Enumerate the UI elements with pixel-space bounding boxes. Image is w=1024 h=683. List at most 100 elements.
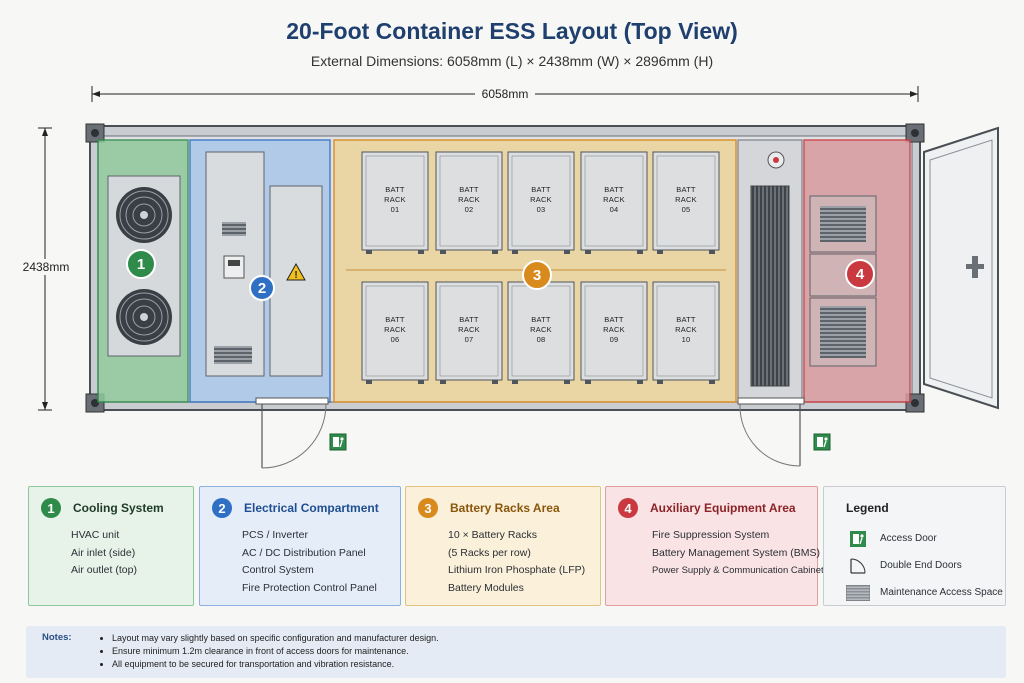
zone-3-badge: 3 [533, 267, 541, 284]
battery-rack-label: 03 [537, 205, 546, 214]
note-item: All equipment to be secured for transpor… [112, 658, 439, 671]
battery-rack-label: BATT [604, 185, 624, 194]
card-title: Cooling System [73, 501, 164, 515]
battery-rack-label: 01 [391, 205, 400, 214]
zone-cooling: 1 [97, 139, 189, 403]
card-badge: 2 [212, 498, 232, 518]
note-item: Layout may vary slightly based on specif… [112, 632, 439, 645]
legend-item-maintenance-access: Maintenance Access Space [846, 579, 1005, 606]
legend-label: Double End Doors [880, 560, 962, 571]
svg-text:!: ! [294, 270, 297, 281]
battery-rack-label: RACK [530, 195, 552, 204]
card-item: Battery Modules [448, 581, 524, 594]
battery-rack-label: BATT [676, 185, 696, 194]
notes-label: Notes: [42, 632, 72, 643]
battery-rack-label: 10 [682, 335, 691, 344]
exit-sign-icon [329, 433, 347, 451]
note-item: Ensure minimum 1.2m clearance in front o… [112, 645, 439, 658]
card-badge: 3 [418, 498, 438, 518]
legend-item-access-door: Access Door [846, 525, 1005, 552]
card-title: Electrical Compartment [244, 501, 379, 515]
card-electrical-compartment: 2 Electrical Compartment PCS / Inverter … [199, 486, 401, 606]
card-badge: 4 [618, 498, 638, 518]
battery-rack-label: RACK [675, 325, 697, 334]
maintenance-space [737, 139, 803, 403]
battery-rack-label: BATT [531, 315, 551, 324]
battery-rack-label: 09 [610, 335, 619, 344]
exit-sign-icon [813, 433, 831, 451]
battery-rack-label: 02 [465, 205, 474, 214]
battery-rack-label: BATT [385, 185, 405, 194]
card-item: AC / DC Distribution Panel [242, 546, 366, 559]
battery-rack-label: RACK [384, 325, 406, 334]
battery-rack-label: 05 [682, 205, 691, 214]
card-auxiliary-equipment-area: 4 Auxiliary Equipment Area Fire Suppress… [605, 486, 824, 606]
battery-rack-label: BATT [531, 185, 551, 194]
battery-rack-group: BATTRACK01BATTRACK02BATTRACK03BATTRACK04… [361, 151, 720, 384]
card-item: HVAC unit [71, 529, 120, 541]
battery-rack-label: RACK [458, 195, 480, 204]
battery-rack-label: RACK [530, 325, 552, 334]
battery-rack-label: BATT [676, 315, 696, 324]
card-battery-racks-area: 3 Battery Racks Area 10 × Battery Racks … [405, 486, 601, 606]
door-swing-icon [846, 557, 870, 575]
legend-label: Maintenance Access Space [880, 587, 1003, 598]
battery-rack-label: 04 [610, 205, 619, 214]
maintenance-hatch-icon [846, 584, 870, 602]
battery-rack-label: 06 [391, 335, 400, 344]
legend-item-double-end-doors: Double End Doors [846, 552, 1005, 579]
width-label: 2438mm [23, 260, 70, 274]
battery-rack-label: BATT [604, 315, 624, 324]
battery-rack-label: RACK [458, 325, 480, 334]
battery-rack-label: BATT [385, 315, 405, 324]
card-item: Air outlet (top) [71, 564, 137, 576]
length-dimension: 6058mm [91, 86, 919, 102]
card-item: Fire Suppression System [652, 529, 770, 541]
battery-rack-label: RACK [603, 195, 625, 204]
card-title: Auxiliary Equipment Area [650, 501, 796, 515]
battery-rack-label: RACK [603, 325, 625, 334]
card-item: Control System [242, 564, 314, 576]
battery-rack-label: RACK [384, 195, 406, 204]
length-label: 6058mm [482, 87, 529, 101]
legend-label: Access Door [880, 533, 937, 544]
card-item: Air inlet (side) [71, 546, 136, 559]
battery-rack-label: BATT [459, 315, 479, 324]
card-cooling-system: 1 Cooling System HVAC unit Air inlet (si… [28, 486, 194, 606]
end-door [923, 126, 999, 410]
card-item: 10 × Battery Racks [448, 529, 537, 541]
battery-rack-label: 08 [537, 335, 546, 344]
battery-rack-label: BATT [459, 185, 479, 194]
width-dimension: 2438mm [20, 127, 72, 411]
card-item: Battery Management System (BMS) [652, 546, 821, 559]
card-item: PCS / Inverter [242, 529, 308, 541]
notes-box: Notes: Layout may vary slightly based on… [26, 626, 1006, 678]
zone-1-badge: 1 [137, 256, 145, 273]
card-title: Battery Racks Area [450, 501, 560, 515]
card-item: Fire Protection Control Panel [242, 581, 377, 594]
zone-2-badge: 2 [258, 280, 266, 297]
diagram-subtitle: External Dimensions: 6058mm (L) × 2438mm… [310, 53, 714, 69]
zone-electrical: ! 2 [189, 139, 331, 403]
container-layout-drawing: 6058mm 2438mm 1 [20, 86, 999, 469]
battery-rack-label: RACK [675, 195, 697, 204]
zone-4-badge: 4 [856, 266, 865, 283]
card-item: (5 Racks per row) [448, 546, 531, 559]
diagram-title: 20-Foot Container ESS Layout (Top View) [286, 18, 738, 44]
side-door-right [737, 397, 805, 467]
side-door-left [255, 397, 329, 469]
legend-panel: Legend Access Door Double End Doors Main… [823, 486, 1006, 606]
exit-sign-icon [846, 530, 870, 548]
card-item: Lithium Iron Phosphate (LFP) [448, 564, 586, 576]
legend-title: Legend [846, 501, 889, 515]
battery-rack-label: 07 [465, 335, 474, 344]
